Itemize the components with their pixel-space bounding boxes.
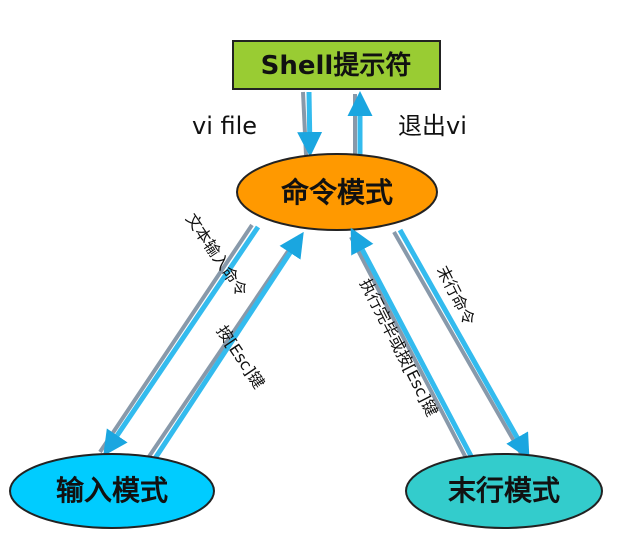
shell-label: Shell提示符 [261,50,412,81]
vi-file-arrow [297,91,323,157]
insert-mode-ellipse [9,453,215,529]
exit-vi-arrow [347,91,373,160]
text-input-arrow [98,223,261,457]
lastline-mode-ellipse [405,453,603,529]
done-or-esc-label: 执行完毕或按[Esc]键 [356,276,442,420]
insert-mode-label: 输入模式 [56,474,168,507]
command-mode-ellipse [236,153,438,231]
done-or-esc-arrow [349,227,474,459]
lastline-mode-node: 末行模式 [405,453,603,529]
shell-box [232,40,441,90]
vi-file-label: vi file [192,112,257,140]
insert-mode-node: 输入模式 [9,453,215,529]
lastline-cmd-arrow [392,228,530,460]
lastline-mode-label: 末行模式 [448,474,560,507]
command-mode-label: 命令模式 [281,176,393,209]
exit-vi-label: 退出vi [398,112,467,140]
shell-prompt-node: Shell提示符 [232,40,441,90]
command-mode-node: 命令模式 [236,153,438,231]
esc-return-arrow [146,231,304,462]
